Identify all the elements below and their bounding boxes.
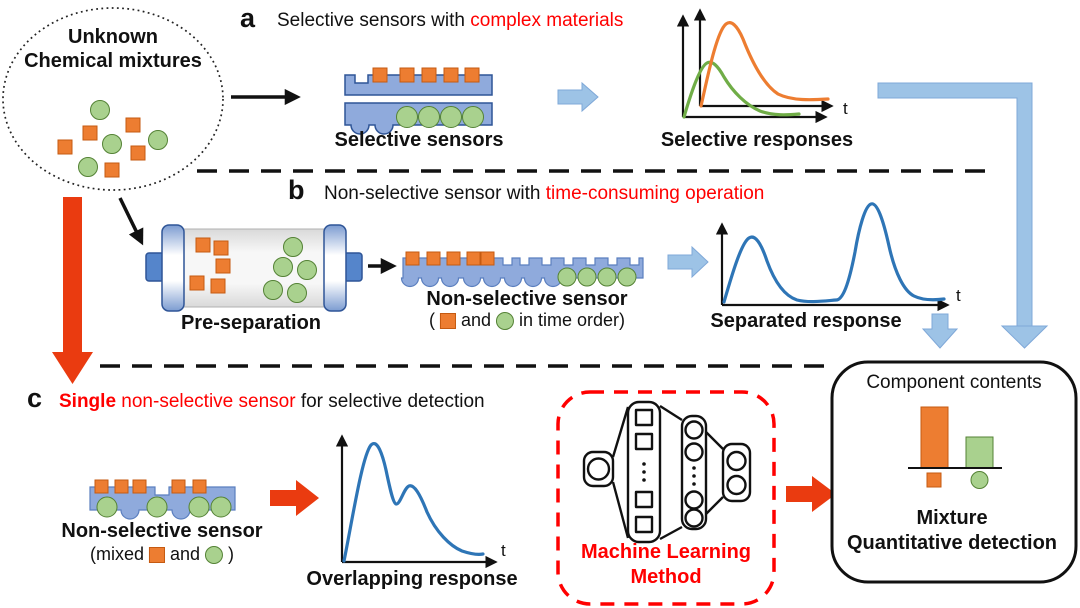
note-c-and: and (169, 544, 201, 564)
panel-b-title: Non-selective sensor with time-consuming… (324, 183, 765, 205)
block-arrow-b-down (921, 313, 959, 349)
panel-c-title-red: non-selective sensor (116, 391, 296, 412)
separated-response-label: Separated response (710, 310, 902, 332)
overlapping-response-plot: t (335, 434, 506, 569)
selective-responses-label: Selective responses (660, 129, 854, 151)
preseparation-column (145, 224, 363, 312)
orange-content-bar (920, 406, 949, 469)
unknown-mixture-ellipse (2, 7, 224, 191)
t-axis-label-b: t (956, 286, 961, 305)
preseparation-label: Pre-separation (180, 312, 322, 334)
panel-c-title-black: for selective detection (295, 391, 485, 412)
note-b-tail: in time order) (519, 310, 626, 330)
separated-response-curve (722, 202, 946, 304)
orange-square-icon (148, 546, 165, 563)
neural-network-icon (582, 400, 752, 544)
orange-square-icon (439, 312, 456, 329)
panel-c-letter: c (27, 383, 43, 413)
selective-sensors-graphic (344, 67, 493, 135)
arrow-to-panel-c (52, 197, 93, 384)
result-box (830, 360, 1078, 584)
mixture-caption-line1: Mixture (916, 507, 988, 529)
panel-b-title-red: time-consuming operation (545, 183, 765, 204)
block-arrow-c2 (786, 476, 836, 512)
selective-responses-plot: t (676, 8, 848, 124)
connector-a-to-result (877, 82, 1049, 349)
panel-c-title-red-bold: Single (59, 391, 117, 412)
block-arrow-b (667, 245, 709, 279)
machine-learning-box (556, 390, 776, 606)
panel-a-title-black: Selective sensors with (277, 10, 471, 31)
orange-response-curve (699, 21, 830, 108)
panel-a-title: Selective sensors with complex materials (277, 10, 624, 32)
panel-a-title-red: complex materials (470, 10, 624, 31)
panel-b-letter: b (288, 175, 305, 205)
nonselective-sensor-b-label: Non-selective sensor (426, 288, 628, 310)
panel-a-letter: a (240, 3, 256, 33)
selective-sensors-label: Selective sensors (334, 129, 504, 151)
note-b-and: and (460, 310, 492, 330)
separated-response-plot: t (715, 202, 961, 312)
panel-c-title: Single non-selective sensor for selectiv… (59, 391, 485, 413)
mixture-title-line2: Chemical mixtures (24, 50, 202, 72)
nonselective-sensor-c-note: (mixed and ) (89, 544, 235, 565)
block-arrow-a (557, 81, 599, 113)
green-content-bar (965, 436, 994, 469)
green-response-curve (682, 60, 801, 119)
t-axis-label-a: t (843, 99, 848, 118)
note-b-open: ( (428, 310, 435, 330)
green-marker (970, 471, 989, 489)
orange-marker (926, 472, 942, 488)
arrow-to-panel-b (118, 197, 144, 246)
green-circle-icon (205, 545, 224, 564)
overlapping-response-curve (342, 442, 485, 563)
overlapping-response-label: Overlapping response (306, 568, 518, 590)
nonselective-sensor-b-note: ( and in time order) (428, 310, 626, 331)
block-arrow-c1 (270, 480, 319, 516)
nonselective-sensor-c-graphic (89, 479, 236, 520)
green-circle-icon (496, 311, 515, 330)
note-c-open: (mixed (89, 544, 144, 564)
note-c-close: ) (228, 544, 235, 564)
ml-label-line2: Method (630, 566, 702, 588)
component-contents-title: Component contents (866, 372, 1042, 393)
mixture-caption-line2: Quantitative detection (846, 532, 1058, 554)
panel-b-title-black: Non-selective sensor with (324, 183, 546, 204)
ml-label-line1: Machine Learning (580, 541, 752, 563)
t-axis-label-c: t (501, 541, 506, 560)
mixture-scatter-shapes (57, 100, 168, 178)
mixture-title-line1: Unknown (68, 26, 158, 48)
nonselective-sensor-b-graphic (400, 251, 644, 288)
nonselective-sensor-c-label: Non-selective sensor (61, 520, 263, 542)
